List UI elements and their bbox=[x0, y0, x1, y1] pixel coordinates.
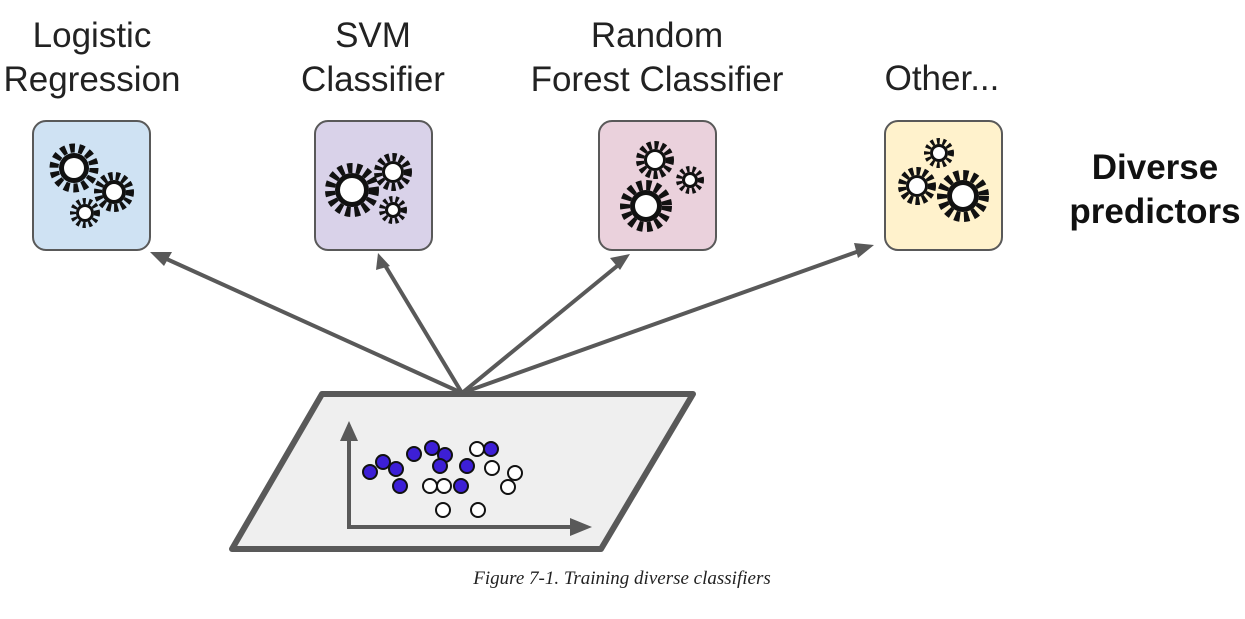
data-point-blue bbox=[362, 464, 378, 480]
data-point-blue bbox=[424, 440, 440, 456]
arrow-to-logistic-regression bbox=[159, 254, 463, 395]
gears-icon bbox=[898, 138, 989, 222]
predictor-label-line: Classifier bbox=[301, 60, 445, 99]
data-point-blue bbox=[392, 478, 408, 494]
gears-icon bbox=[49, 143, 134, 228]
white-points bbox=[422, 441, 523, 518]
data-point-white bbox=[500, 479, 516, 495]
predictor-label-line: SVM bbox=[335, 16, 411, 55]
arrow-to-random-forest bbox=[460, 260, 624, 395]
arrow-to-other bbox=[461, 248, 863, 395]
side-label-line: Diverse bbox=[1091, 148, 1219, 187]
predictor-box-random-forest bbox=[598, 120, 717, 251]
predictor-label-line: Forest Classifier bbox=[530, 60, 784, 99]
data-point-blue bbox=[483, 441, 499, 457]
arrowhead-logistic-regression bbox=[150, 252, 172, 266]
training-set bbox=[229, 391, 696, 552]
predictor-box-other bbox=[884, 120, 1003, 251]
predictor-label-other: Other... bbox=[885, 57, 1000, 101]
predictor-box-svm bbox=[314, 120, 433, 251]
data-point-white bbox=[435, 502, 451, 518]
predictor-label-line: Other... bbox=[884, 59, 1000, 98]
predictor-label-logistic-regression: Logistic Regression bbox=[3, 14, 180, 102]
side-label-line: predictors bbox=[1069, 192, 1241, 231]
data-point-blue bbox=[453, 478, 469, 494]
gears-icon bbox=[325, 153, 412, 224]
data-point-blue bbox=[406, 446, 422, 462]
figure-caption: Figure 7-1. Training diverse classifiers bbox=[473, 568, 771, 589]
blue-points bbox=[362, 440, 499, 494]
gears-icon bbox=[620, 141, 704, 232]
predictor-label-line: Regression bbox=[3, 60, 181, 99]
predictor-label-svm: SVM Classifier bbox=[301, 14, 445, 102]
dataset-axes bbox=[340, 421, 592, 536]
data-point-white bbox=[484, 460, 500, 476]
data-point-white bbox=[469, 441, 485, 457]
predictor-box-logistic-regression bbox=[32, 120, 151, 251]
arrowhead-svm bbox=[376, 253, 390, 270]
predictor-label-line: Logistic bbox=[32, 16, 152, 55]
predictor-label-random-forest: Random Forest Classifier bbox=[531, 14, 784, 102]
arrows bbox=[150, 243, 874, 395]
x-axis-arrowhead bbox=[570, 518, 592, 536]
data-points bbox=[362, 440, 523, 518]
diverse-predictors-label: Diverse predictors bbox=[1069, 146, 1240, 234]
data-point-blue bbox=[375, 454, 391, 470]
arrow-to-svm bbox=[381, 260, 464, 395]
predictor-label-line: Random bbox=[590, 16, 724, 55]
data-point-white bbox=[507, 465, 523, 481]
arrowhead-random-forest bbox=[610, 254, 630, 270]
arrowhead-other bbox=[854, 243, 874, 258]
data-point-blue bbox=[388, 461, 404, 477]
predictor-box-bg bbox=[32, 120, 151, 251]
data-point-white bbox=[422, 478, 438, 494]
y-axis-arrowhead bbox=[340, 421, 358, 441]
data-point-blue bbox=[432, 458, 448, 474]
data-point-blue bbox=[459, 458, 475, 474]
data-point-white bbox=[470, 502, 486, 518]
data-point-white bbox=[436, 478, 452, 494]
